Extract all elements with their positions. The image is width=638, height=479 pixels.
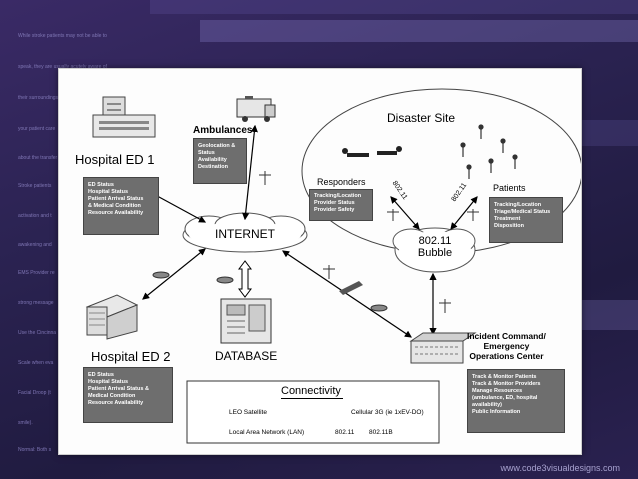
background-text: your patient care — [18, 126, 56, 132]
legend-wifi-1: 802.11 — [335, 429, 355, 436]
database-label: DATABASE — [215, 349, 278, 363]
background-text: about the transfer — [18, 155, 58, 161]
background-text: Use the Cincinna — [18, 330, 57, 336]
patients-title: Patients — [493, 183, 526, 193]
command-center-line: Emergency — [483, 341, 530, 351]
patients-item: Disposition — [494, 223, 524, 229]
hospital-2-item: Hospital Status — [88, 379, 129, 385]
internet-cloud — [182, 212, 308, 253]
disaster-site-title: Disaster Site — [387, 111, 456, 125]
command-center-item: Track & Monitor Patients — [472, 374, 537, 380]
background-text: activation and t — [18, 213, 52, 219]
responders-item: Tracking/Location — [314, 193, 362, 199]
ambulances-info-box: Geolocation & Status Availability Destin… — [193, 138, 247, 184]
hospital-1-item: ED Status — [88, 182, 114, 188]
background-text: While stroke patients may not be able to — [18, 33, 107, 39]
hospital-1-item: Hospital Status — [88, 189, 129, 195]
ambulances-item: Geolocation & — [198, 143, 236, 149]
bubble-label: 802.11 Bubble — [411, 235, 459, 259]
diagram-graphics — [85, 88, 581, 444]
command-center-title: Incident Command/ Emergency Operations C… — [467, 331, 546, 361]
footer-url: www.code3visualdesigns.com — [500, 463, 620, 473]
command-center-item: Public Information — [472, 409, 521, 415]
internet-label: INTERNET — [215, 227, 275, 241]
command-center-item: availability) — [472, 402, 502, 408]
ambulances-item: Status — [198, 150, 215, 156]
hospital-1-item: Resource Availability — [88, 210, 144, 216]
background-bar — [200, 20, 638, 42]
command-center-item: Track & Monitor Providers — [472, 381, 541, 387]
database-server — [220, 298, 272, 344]
background-text: their surroundings — [18, 95, 59, 101]
background-text: awakening and — [18, 242, 52, 248]
responders-figures — [342, 146, 402, 157]
responders-title: Responders — [317, 177, 366, 187]
hospital-1-title: Hospital ED 1 — [75, 152, 155, 167]
hospital-2-item: Patient Arrival Status & — [88, 386, 149, 392]
hospital-1-building — [92, 96, 156, 138]
hospital-2-item: Resource Availability — [88, 400, 144, 406]
hospital-1-item: & Medical Condition — [88, 203, 141, 209]
diagram-slide: Hospital ED 1 ED Status Hospital Status … — [58, 68, 582, 455]
hospital-2-item: Medical Condition — [88, 393, 136, 399]
command-center-line: Operations Center — [469, 351, 544, 361]
legend-cell: Cellular 3G (ie 1xEV-DO) — [351, 409, 424, 416]
patients-figures — [460, 124, 518, 179]
hospital-2-info-box: ED Status Hospital Status Patient Arriva… — [83, 367, 173, 423]
background-text: Scale when eva — [18, 360, 54, 366]
background-text: speak, they are usually acutely aware of — [18, 64, 107, 70]
bubble-line: 802.11 — [418, 235, 452, 247]
command-center-item: (ambulance, ED, hospital — [472, 395, 538, 401]
background-text: Normal: Both s — [18, 447, 52, 453]
ambulances-item: Destination — [198, 164, 228, 170]
legend-title-underline — [281, 398, 343, 399]
patients-info-box: Tracking/Location Triage/Medical Status … — [489, 197, 563, 243]
bubble-line: Bubble — [417, 247, 453, 259]
command-center-building — [409, 332, 477, 364]
ambulances-item: Availability — [198, 157, 227, 163]
background-text: Facial Droop (t — [18, 390, 51, 396]
legend-title: Connectivity — [281, 385, 341, 397]
hospital-1-item: Patient Arrival Status — [88, 196, 144, 202]
responders-info-box: Tracking/Location Provider Status Provid… — [309, 189, 373, 221]
command-center-info-box: Track & Monitor Patients Track & Monitor… — [467, 369, 565, 433]
background-bar — [150, 0, 638, 14]
hospital-2-building — [85, 294, 139, 340]
hospital-1-info-box: ED Status Hospital Status Patient Arriva… — [83, 177, 159, 235]
responders-item: Provider Status — [314, 200, 355, 206]
patients-item: Triage/Medical Status — [494, 209, 551, 215]
hospital-2-title: Hospital ED 2 — [91, 349, 171, 364]
responders-item: Provider Safety — [314, 207, 355, 213]
background-text: Stroke patients — [18, 183, 52, 189]
command-center-line: Incident Command/ — [467, 331, 546, 341]
bubble-cloud — [392, 227, 476, 273]
background-text: EMS Provider re — [18, 270, 55, 276]
command-center-item: Manage Resources — [472, 388, 523, 394]
ambulance-vehicle — [236, 96, 276, 122]
background-text: smile). — [18, 420, 33, 426]
patients-item: Tracking/Location — [494, 202, 542, 208]
legend-leo: LEO Satellite — [229, 409, 267, 416]
ambulances-title: Ambulances — [193, 125, 253, 136]
background-text: strong message — [18, 300, 54, 306]
hospital-2-item: ED Status — [88, 372, 114, 378]
legend-lan: Local Area Network (LAN) — [229, 429, 305, 436]
patients-item: Treatment — [494, 216, 521, 222]
legend-wifi-2: 802.11B — [369, 429, 393, 436]
legend-box — [186, 380, 440, 444]
